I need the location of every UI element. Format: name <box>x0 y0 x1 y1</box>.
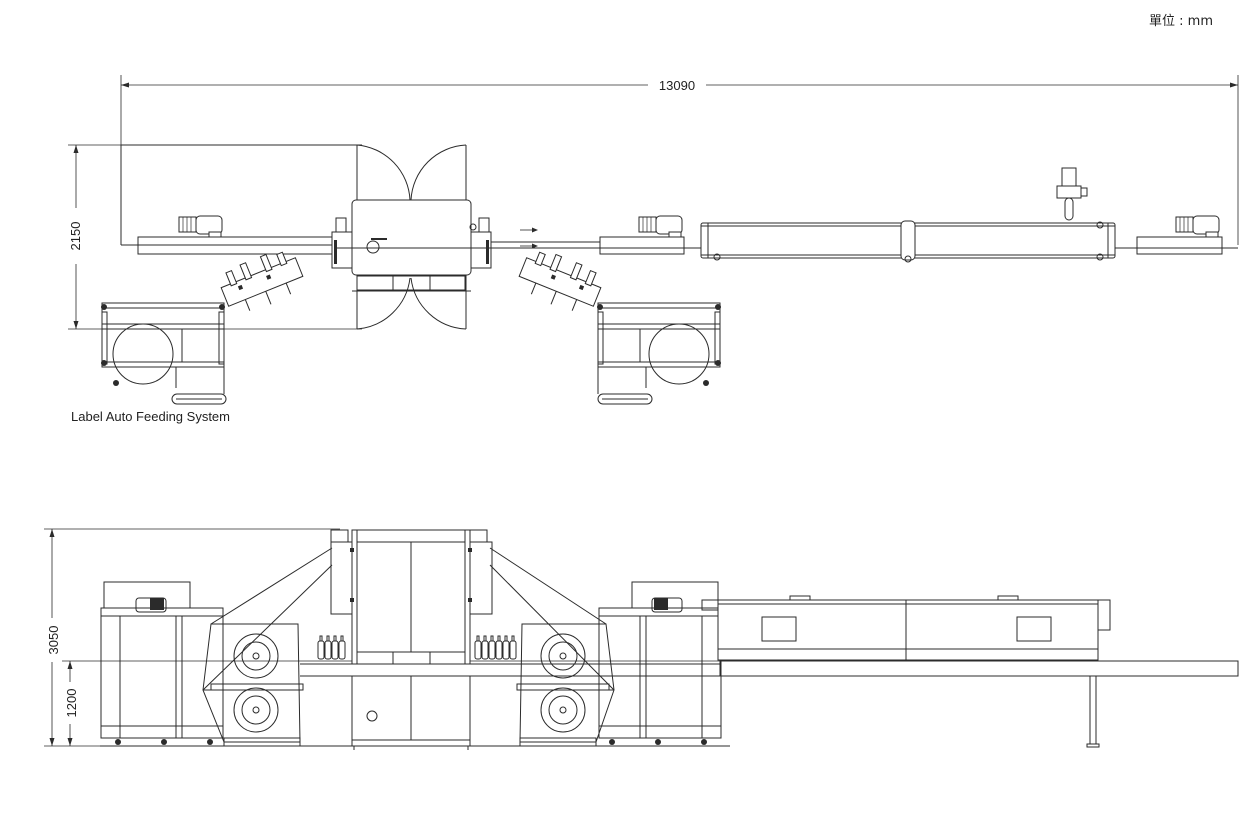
dimension-height: 3050 <box>44 528 340 747</box>
sensor-post <box>1056 167 1088 221</box>
feeding-system-left-elevation <box>100 581 224 745</box>
shrink-tunnel-plan <box>700 220 1116 263</box>
shrink-tunnel-elevation <box>701 595 1111 748</box>
feeding-system-label: Label Auto Feeding System <box>71 409 230 424</box>
dimension-length: 13090 <box>120 75 1239 245</box>
bottles-left <box>317 635 346 660</box>
dimension-height-value: 3050 <box>46 626 61 655</box>
applicator-right <box>518 251 602 311</box>
plan-view <box>101 144 1238 405</box>
feeding-system-left-plan <box>101 302 227 405</box>
labeling-machine-plan <box>331 199 492 292</box>
motor-right <box>1175 215 1220 238</box>
dimension-conveyor-height: 1200 <box>62 660 1238 746</box>
motor-left <box>178 215 223 238</box>
feeding-system-right-elevation <box>598 581 722 745</box>
unit-label: 單位 : mm <box>1149 14 1213 29</box>
flow-arrows <box>520 227 538 249</box>
label-roll-stand-left <box>202 623 304 747</box>
dimension-width-value: 2150 <box>68 222 83 251</box>
applicator-left <box>220 251 304 311</box>
label-roll-stand-right <box>516 623 615 747</box>
elevation-view <box>100 529 1239 750</box>
dimension-length-value: 13090 <box>659 78 695 93</box>
dimension-conveyor-height-value: 1200 <box>64 689 79 718</box>
feeding-system-right-plan <box>597 302 721 405</box>
labeling-machine-elevation <box>330 529 493 750</box>
bottles-right <box>474 635 517 660</box>
motor-middle <box>638 215 683 238</box>
